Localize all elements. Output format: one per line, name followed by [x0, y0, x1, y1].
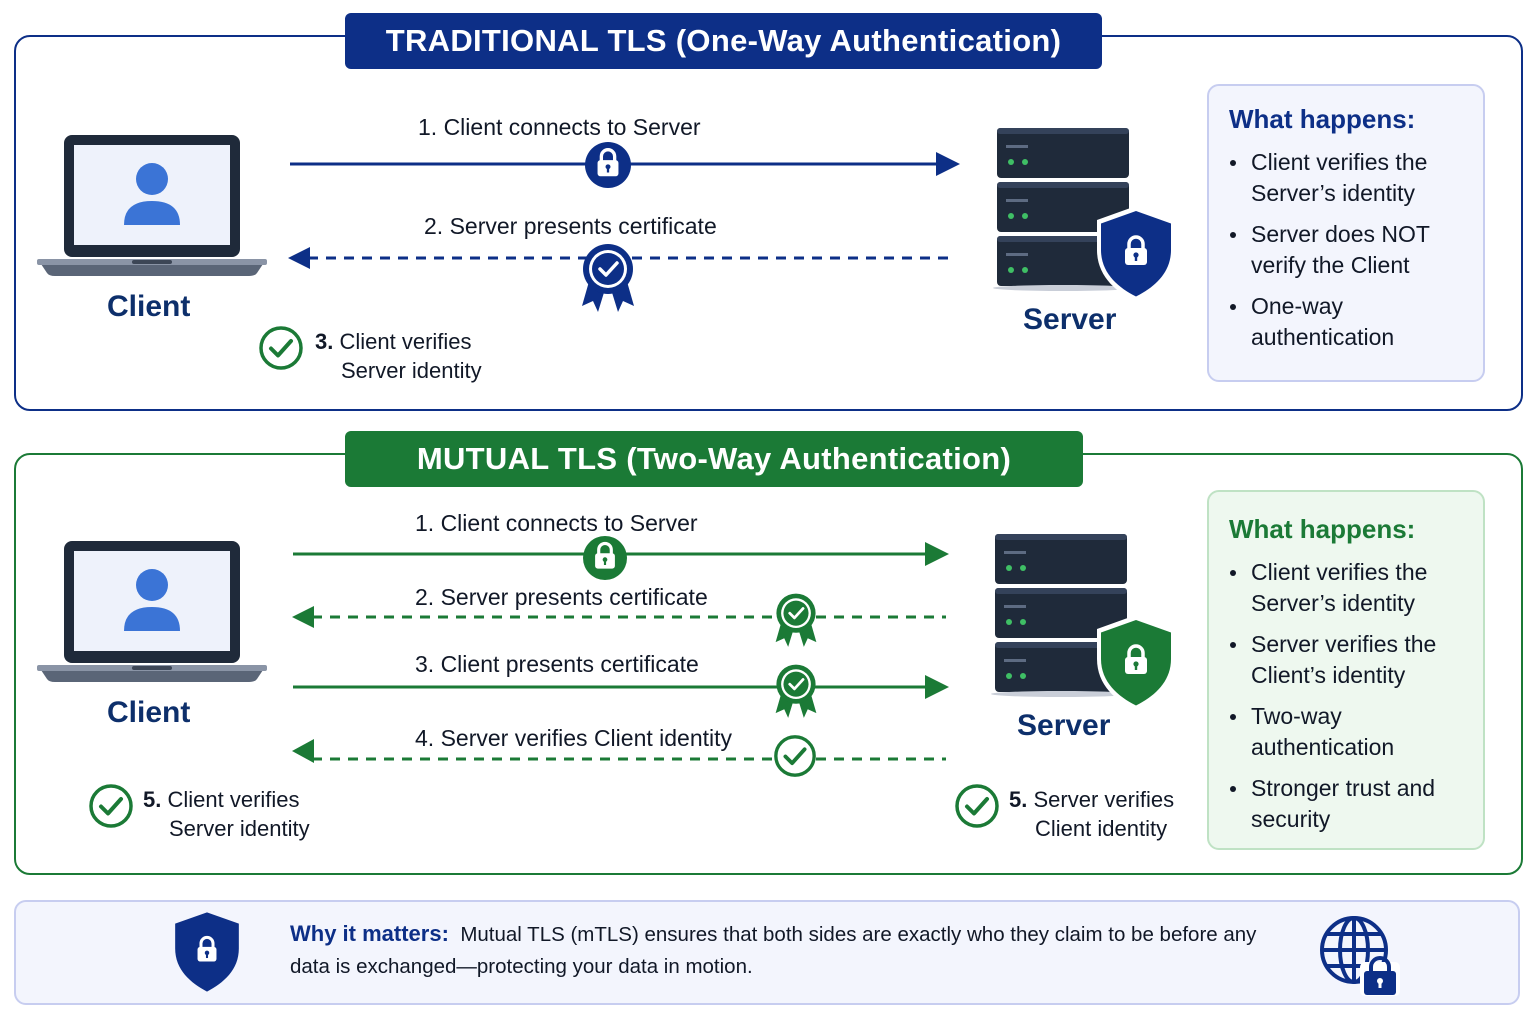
mutual-step-3-arrow: [293, 675, 949, 699]
list-item-line: Server’s identity: [1251, 590, 1416, 616]
list-item-line: authentication: [1251, 734, 1395, 760]
traditional-step-2-label: 2. Server presents certificate: [424, 213, 717, 239]
list-item-line: Client verifies the: [1251, 559, 1428, 585]
mutual-step-1-label: 1. Client connects to Server: [415, 510, 698, 536]
mutual-server-step-5-line2: Client identity: [1035, 816, 1168, 841]
why-it-matters-text-line2: data is exchanged—protecting your data i…: [290, 955, 753, 978]
mutual-step-1-padlock-icon: [583, 536, 627, 580]
traditional-client-label: Client: [107, 290, 191, 323]
list-item-line: One-way: [1251, 293, 1344, 319]
list-item: One-way authentication: [1229, 291, 1463, 353]
traditional-step-3-line2: Server identity: [341, 358, 482, 383]
mutual-tls-title: MUTUAL TLS (Two-Way Authentication): [345, 431, 1083, 487]
footer-shield-lock-icon: [175, 912, 239, 992]
list-item-line: Client verifies the: [1251, 149, 1428, 175]
mutual-step-4-dashed-arrow: [292, 739, 946, 763]
traditional-step-3-check-circle-icon: [257, 324, 305, 372]
traditional-step-3-number: 3.: [315, 329, 334, 354]
list-item-line: authentication: [1251, 324, 1395, 350]
mutual-step-2-dashed-arrow: [292, 606, 946, 628]
mutual-server-label: Server: [1017, 709, 1111, 742]
list-item: Stronger trust and security: [1229, 773, 1463, 835]
mutual-client-step-5-line2: Server identity: [169, 816, 310, 841]
list-item-line: Server’s identity: [1251, 180, 1416, 206]
mutual-server-step-5-note: 5. Server verifies Client identity: [1009, 785, 1174, 843]
mutual-client-laptop-icon: [37, 539, 267, 689]
mutual-client-step-5-line1: Client verifies: [167, 787, 300, 812]
why-it-matters-footer: [14, 900, 1520, 1005]
traditional-server-shield-lock-icon: [1097, 206, 1175, 302]
traditional-server-label: Server: [1023, 303, 1117, 336]
list-item-line: security: [1251, 806, 1331, 832]
list-item-line: Server verifies the: [1251, 631, 1437, 657]
mutual-client-label: Client: [107, 696, 191, 729]
traditional-tls-title: TRADITIONAL TLS (One-Way Authentication): [345, 13, 1102, 69]
mutual-step-2-certificate-ribbon-icon: [775, 593, 817, 647]
why-it-matters-text-line1: Mutual TLS (mTLS) ensures that both side…: [460, 923, 1257, 946]
traditional-what-happens-heading: What happens:: [1229, 104, 1416, 134]
mutual-step-4-label: 4. Server verifies Client identity: [415, 725, 733, 751]
list-item-line: Server does NOT: [1251, 221, 1430, 247]
mutual-step-2-label: 2. Server presents certificate: [415, 584, 708, 610]
list-item: Two-way authentication: [1229, 701, 1463, 763]
mutual-server-step-5-number: 5.: [1009, 787, 1028, 812]
mutual-server-step-5-check-circle-icon: [953, 782, 1001, 830]
list-item-line: Stronger trust and: [1251, 775, 1436, 801]
traditional-client-laptop-icon: [37, 133, 267, 283]
mutual-server-shield-lock-icon: [1097, 615, 1175, 711]
list-item-line: Client’s identity: [1251, 662, 1406, 688]
traditional-step-3-note: 3. Client verifies Server identity: [315, 327, 482, 385]
traditional-step-1-padlock-icon: [585, 142, 631, 188]
mutual-step-3-label: 3. Client presents certificate: [415, 651, 699, 677]
traditional-certificate-ribbon-icon: [582, 244, 634, 312]
mutual-step-3-certificate-ribbon-icon: [775, 664, 817, 718]
mutual-step-4-check-circle-icon: [772, 733, 818, 779]
list-item-line: Two-way: [1251, 703, 1342, 729]
globe-lock-icon: [1320, 916, 1400, 996]
mutual-client-step-5-number: 5.: [143, 787, 162, 812]
list-item-line: verify the Client: [1251, 252, 1410, 278]
mutual-client-step-5-note: 5. Client verifies Server identity: [143, 785, 310, 843]
list-item: Server does NOT verify the Client: [1229, 219, 1463, 281]
traditional-step-2-dashed-arrow: [288, 247, 954, 269]
traditional-step-1-label: 1. Client connects to Server: [418, 114, 701, 140]
mutual-what-happens-heading: What happens:: [1229, 514, 1416, 544]
traditional-step-3-line1: Client verifies: [339, 329, 472, 354]
why-it-matters-label: Why it matters:: [290, 921, 449, 946]
why-it-matters-text: Why it matters: Mutual TLS (mTLS) ensure…: [290, 918, 1256, 983]
mutual-client-step-5-check-circle-icon: [87, 782, 135, 830]
mutual-server-step-5-line1: Server verifies: [1033, 787, 1175, 812]
